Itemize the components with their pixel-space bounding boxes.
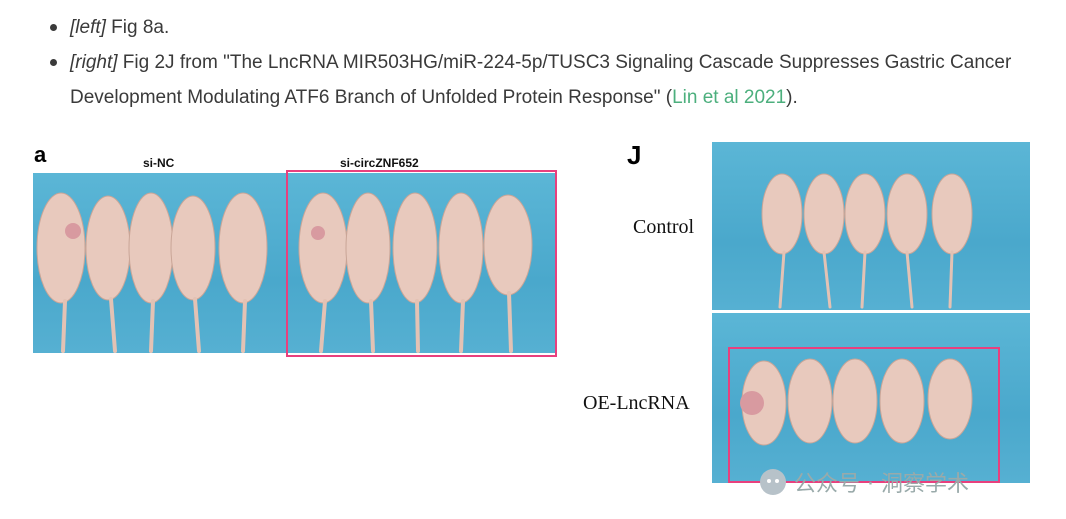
row-label-control: Control (633, 216, 695, 238)
group-label-si-nc: si-NC (143, 156, 175, 170)
note-after: ). (786, 87, 798, 108)
note-text: Fig 8a. (105, 17, 170, 38)
watermark-text: 公众号 · 洞察学术 (794, 472, 969, 497)
panel-letter-j: J (627, 140, 642, 170)
highlight-box-left (286, 170, 557, 357)
group-label-si-circznf652: si-circZNF652 (340, 156, 419, 170)
highlight-box-right (728, 347, 1000, 483)
note-left: [left] Fig 8a. (50, 10, 1050, 45)
panel-letter-a: a (34, 142, 47, 167)
mice-photo-control (712, 142, 1030, 310)
note-right: [right] Fig 2J from "The LncRNA MIR503HG… (50, 45, 1050, 115)
mice-illustration (36, 192, 533, 353)
left-figure: a si-NC si-circZNF652 (33, 140, 558, 360)
row-label-oe-lncrna: OE-LncRNA (583, 392, 690, 414)
note-tag: [left] (70, 17, 106, 38)
mice-photo-left (33, 173, 555, 353)
notes-list: [left] Fig 8a. [right] Fig 2J from "The … (50, 10, 1050, 115)
note-tag: [right] (70, 52, 118, 73)
wechat-icon (760, 469, 786, 495)
mice-photo-oe-lncrna (712, 313, 1030, 483)
watermark: 公众号 · 洞察学术 (760, 466, 969, 498)
mice-illustration (761, 173, 973, 309)
note-text: Fig 2J from "The LncRNA MIR503HG/miR-224… (70, 52, 1012, 108)
citation-link[interactable]: Lin et al 2021 (672, 87, 787, 108)
mice-illustration (740, 358, 973, 446)
